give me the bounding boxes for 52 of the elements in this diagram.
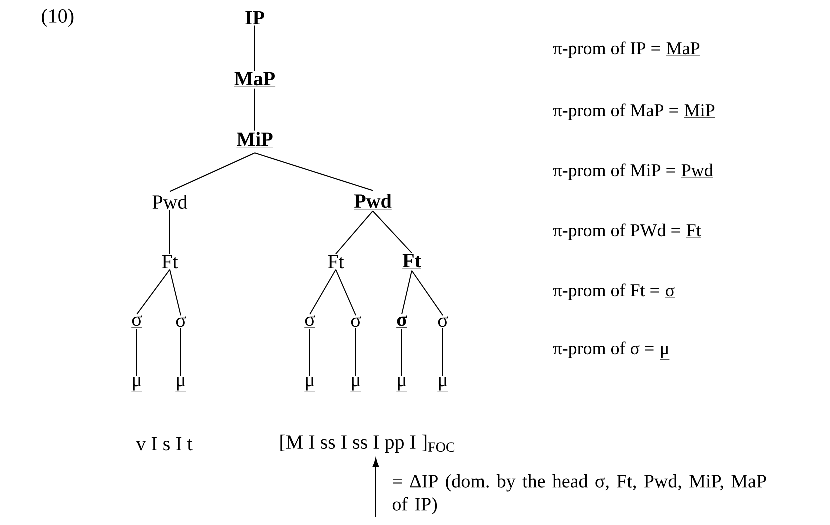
prominent-category: σ xyxy=(665,287,676,298)
branch-line xyxy=(336,269,356,316)
tree-label: μ xyxy=(437,377,449,392)
branch-line xyxy=(254,152,374,192)
prominent-category: MaP xyxy=(666,42,701,56)
branch-line xyxy=(402,270,412,315)
prominent-category: MiP xyxy=(684,104,716,118)
branch-line xyxy=(310,269,336,316)
branch-line xyxy=(442,328,444,377)
tree-label: σ xyxy=(396,316,408,328)
branch-line xyxy=(136,328,138,377)
tree-label: μ xyxy=(304,377,316,392)
prominence-rule: π-prom of σ = xyxy=(553,342,654,358)
transcription: v I s I t xyxy=(136,437,193,451)
branch-line xyxy=(412,270,444,316)
branch-line xyxy=(336,210,374,255)
branch-line xyxy=(254,88,256,132)
arrow xyxy=(372,458,380,518)
prominent-category: Pwd xyxy=(681,164,714,178)
tree-label: μ xyxy=(396,377,408,392)
tree-label: MiP xyxy=(236,132,274,148)
tree-label: IP xyxy=(246,11,264,25)
annotation: = ΔIP (dom. by the head σ, Ft, Pwd, MiP, MaP of IP) xyxy=(392,474,766,515)
example-number: (10) xyxy=(42,8,74,28)
branch-line xyxy=(170,269,182,316)
tree-label: MaP xyxy=(234,72,276,88)
tree-label: σ xyxy=(438,316,448,328)
transcription: [M I ss I ss I pp I ]$_{FOC}$ xyxy=(280,434,455,454)
tree-label: Ft xyxy=(402,254,422,270)
prominence-rule: π-prom of PWd = xyxy=(553,224,680,240)
tree-label: Ft xyxy=(162,255,178,269)
tree-label: Pwd xyxy=(354,194,392,210)
prominence-rule: π-prom of IP = xyxy=(553,42,660,58)
tree-label: σ xyxy=(176,316,186,328)
branch-line xyxy=(254,25,256,72)
branch-line xyxy=(372,210,412,254)
prominence-rule: π-prom of MiP = xyxy=(553,164,676,180)
tree-label: μ xyxy=(131,377,143,392)
tree-label: μ xyxy=(350,377,362,392)
prominence-rule: π-prom of MaP = xyxy=(553,104,678,120)
tree-label: μ xyxy=(175,377,187,392)
tree-label: σ xyxy=(304,316,316,328)
tree-label: Pwd xyxy=(152,194,188,210)
prominent-category: μ xyxy=(660,346,670,360)
tree-label: σ xyxy=(131,316,143,328)
prominence-rule: π-prom of Ft = xyxy=(553,284,660,300)
branch-line xyxy=(136,269,170,316)
branch-line xyxy=(180,328,182,377)
tree-label: Ft xyxy=(328,255,344,269)
prominent-category: Ft xyxy=(686,224,702,238)
tree-label: σ xyxy=(351,316,362,328)
branch-line xyxy=(170,152,256,192)
